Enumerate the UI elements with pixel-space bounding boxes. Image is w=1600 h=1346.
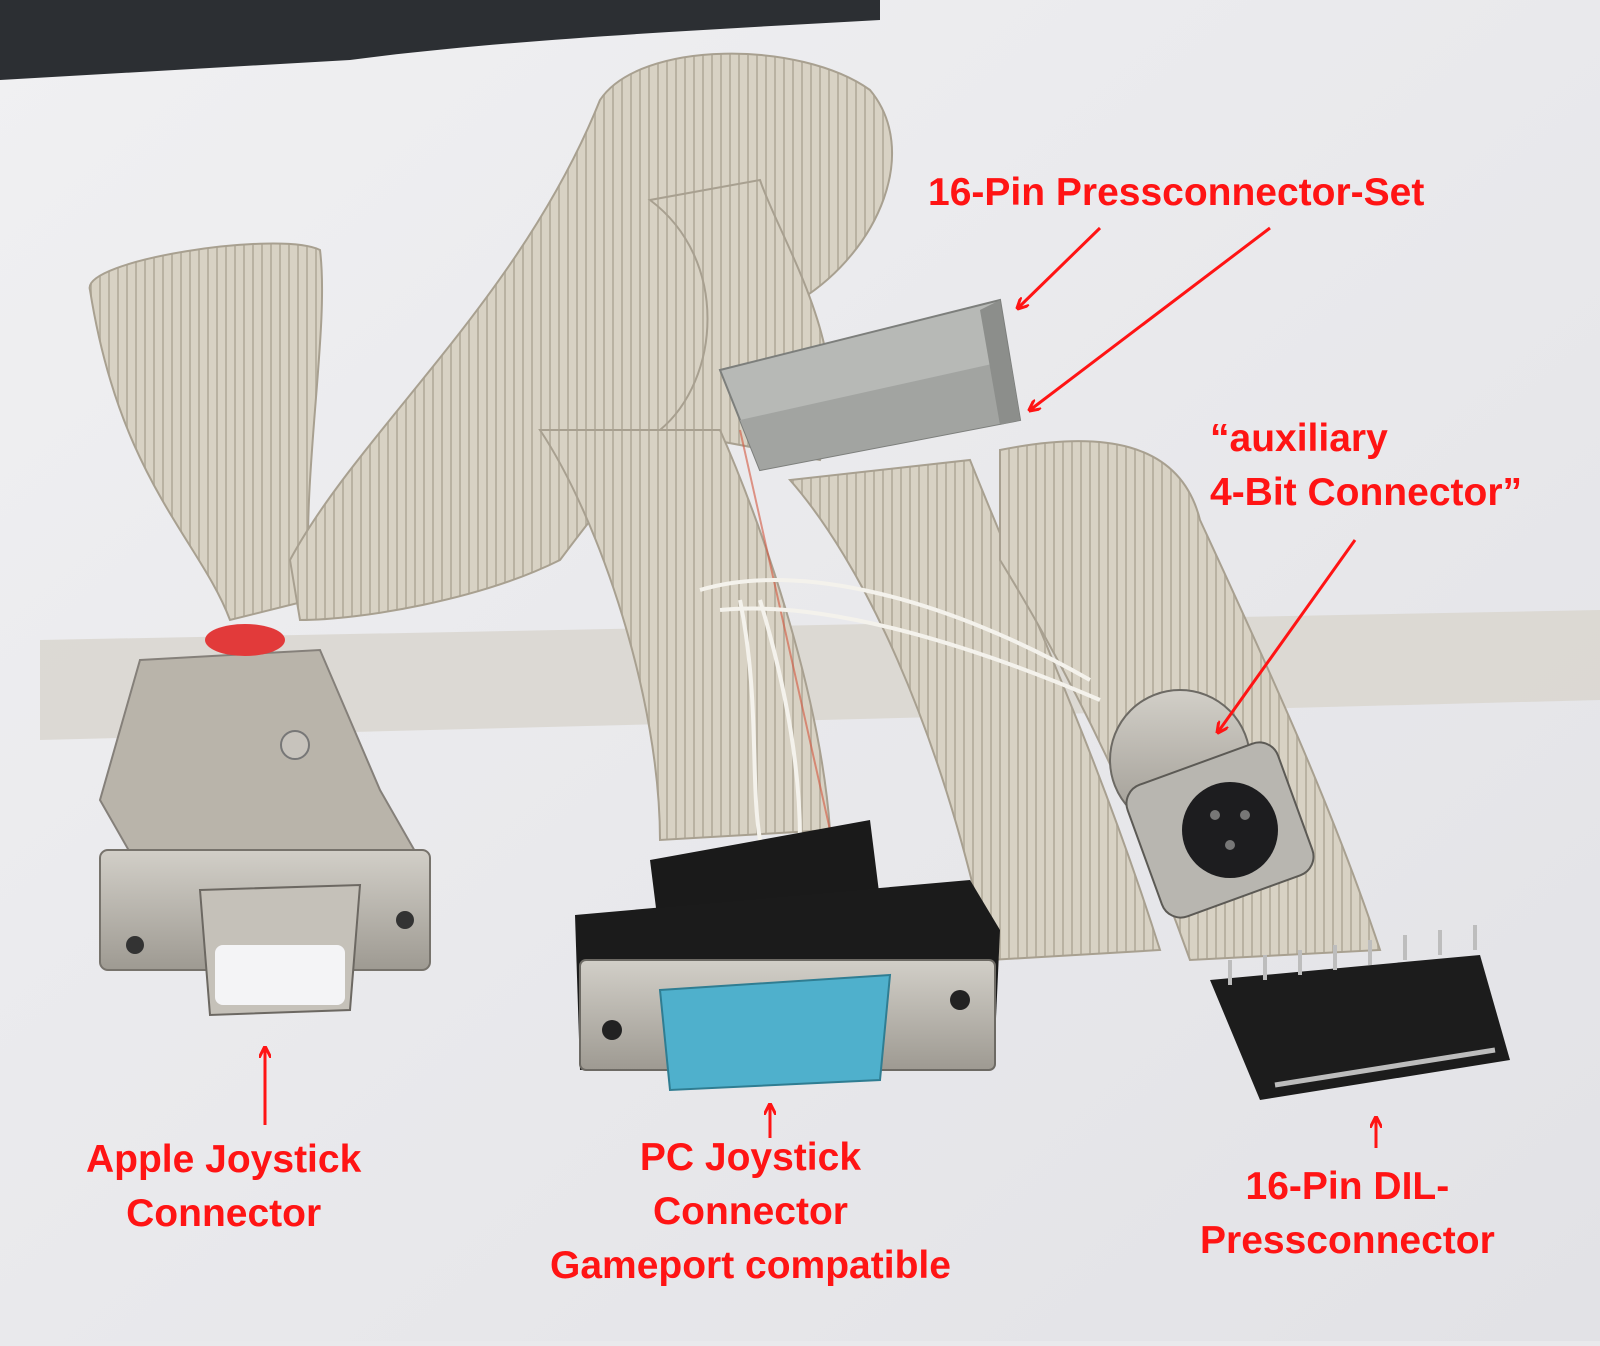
- label-apple-joystick: Apple Joystick Connector: [86, 1138, 362, 1235]
- label-pc-joystick: PC Joystick Connector Gameport compatibl…: [550, 1136, 951, 1287]
- da15-pc-gameport-connector: [575, 820, 1000, 1092]
- label-dil-pressconnector: 16-Pin DIL- Pressconnector: [1200, 1165, 1495, 1262]
- annotation-arrows: [265, 226, 1376, 1148]
- auxiliary-wires: [699, 578, 1101, 841]
- 16-pin-dil-press-connector: [1210, 925, 1510, 1100]
- de9-apple-joystick-connector: [98, 624, 431, 1017]
- label-press-connector-set: 16-Pin Pressconnector-Set: [928, 171, 1425, 214]
- keyboard-edge: [0, 0, 880, 80]
- arrow-press-set-upper: [1018, 226, 1102, 308]
- 16-pin-press-connector-set: [718, 298, 1022, 472]
- label-auxiliary-connector: “auxiliary 4-Bit Connector”: [1210, 417, 1522, 514]
- arrow-press-set-lower: [1030, 226, 1271, 410]
- arrow-auxiliary: [1218, 539, 1357, 732]
